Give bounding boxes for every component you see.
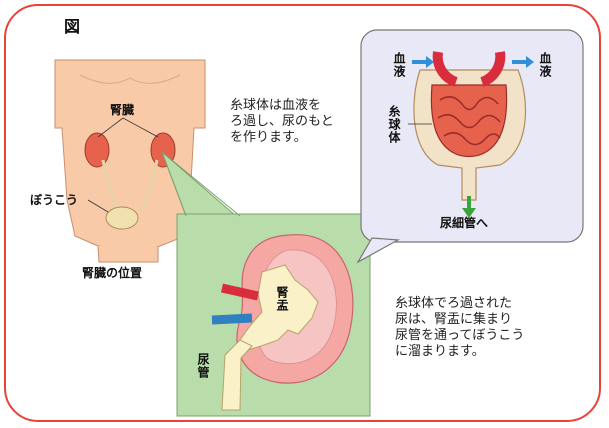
renal-tubule-label: 尿細管へ [440, 216, 488, 230]
blood-out-label: 血液 [538, 52, 552, 78]
bladder-label: ぼうこう [30, 193, 78, 207]
glomerulus-description: 糸球体は血液を ろ過し、尿のもと を作ります。 [230, 98, 334, 146]
renal-pelvis-label: 腎盂 [275, 286, 289, 312]
ureter-label: 尿管 [196, 353, 210, 379]
glomerulus-label: 糸球体 [387, 105, 401, 144]
blood-in-label: 血液 [392, 52, 406, 78]
kidney-position-caption: 腎臓の位置 [82, 266, 142, 280]
figure-label: 図 [64, 13, 80, 37]
kidney-label: 腎臓 [110, 103, 134, 117]
kidney-cross-section-panel [162, 152, 370, 416]
filtration-description: 糸球体でろ過された 尿は、腎盂に集まり 尿管を通ってぼうこう に溜まります。 [395, 296, 524, 360]
